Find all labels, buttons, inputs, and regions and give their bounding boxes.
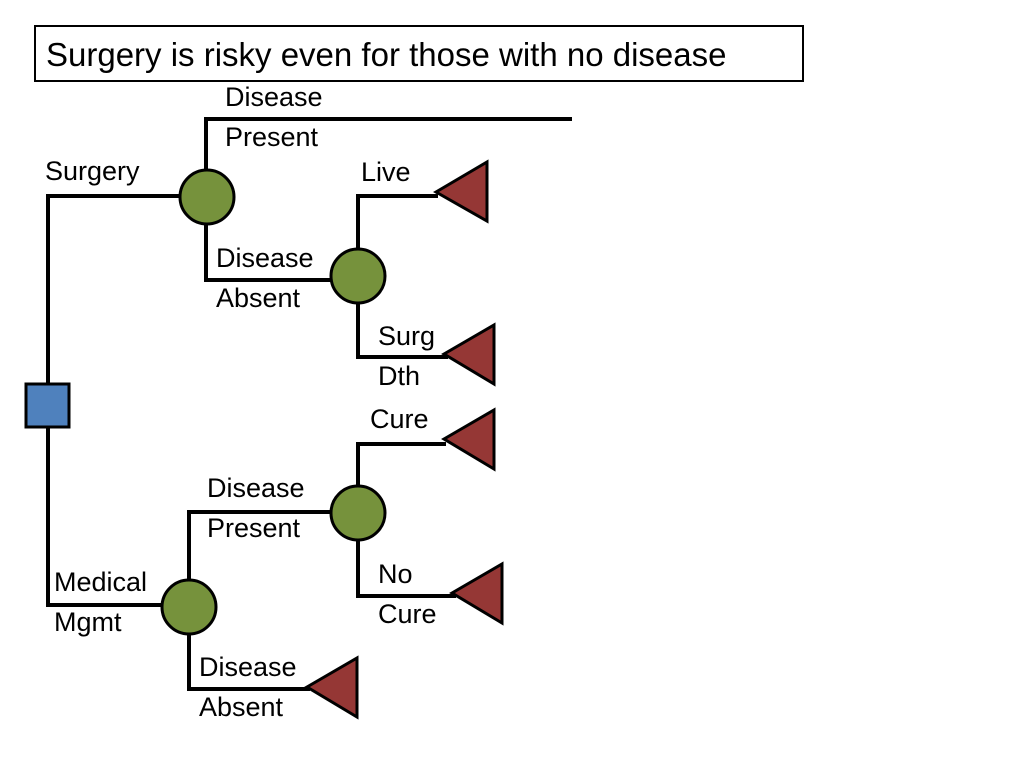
chance-node-surgery-disease-absent [329,247,387,305]
label-medical-mgmt-1: Medical [54,567,148,597]
label-surgery-disease-present-2: Present [225,122,319,152]
label-no-cure-2: Cure [378,599,437,629]
tree-edges [46,117,572,691]
edge-cure [356,442,446,487]
terminal-node-surg-dth [441,322,496,387]
terminal-node-med-disease-absent [304,655,359,720]
terminal-node-live [433,159,489,224]
decision-node [24,382,71,429]
edge-surg-dth [356,303,448,359]
label-surgery-disease-absent-1: Disease [216,243,314,273]
edge-med-disease-absent [187,634,310,691]
edge-medical-mgmt [46,427,162,607]
edge-surgery-disease-present [204,117,572,171]
label-surg-dth-1: Surg [378,321,436,351]
edge-med-disease-present [187,510,331,580]
slide-title: Surgery is risky even for those with no … [46,36,727,73]
label-surgery-disease-present-1: Disease [225,82,323,112]
label-cure: Cure [370,404,429,434]
edge-live [356,194,438,249]
chance-node-medical [160,578,218,636]
chance-node-medical-disease-present [329,484,387,542]
terminal-node-no-cure [449,561,504,626]
label-med-disease-absent-2: Absent [199,692,284,722]
label-live: Live [361,157,411,187]
label-surgery-disease-absent-2: Absent [216,283,301,313]
terminal-nodes [304,159,504,720]
chance-nodes [160,168,387,636]
edge-surgery [46,194,180,384]
edge-surgery-disease-absent [204,223,331,282]
label-surgery: Surgery [45,156,140,186]
label-med-disease-present-1: Disease [207,473,305,503]
title-box: Surgery is risky even for those with no … [34,25,804,82]
label-surg-dth-2: Dth [378,361,421,391]
label-med-disease-absent-1: Disease [199,652,297,682]
label-no-cure-1: No [378,559,413,589]
chance-node-surgery [178,168,236,226]
edge-no-cure [356,539,456,598]
label-med-disease-present-2: Present [207,513,301,543]
label-medical-mgmt-2: Mgmt [54,607,122,637]
terminal-node-cure [441,407,496,472]
